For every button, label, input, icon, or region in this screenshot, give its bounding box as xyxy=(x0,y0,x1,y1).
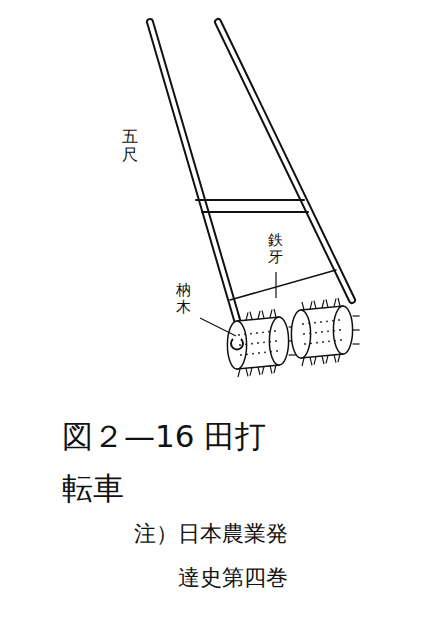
roller-end xyxy=(291,310,310,358)
roller-spike xyxy=(302,358,304,366)
roller-spike xyxy=(334,355,336,363)
roller-spike xyxy=(270,366,272,374)
roller-spike xyxy=(353,343,360,344)
spike-base xyxy=(320,321,322,323)
roller-spike xyxy=(250,312,252,320)
roller-spike xyxy=(274,309,276,317)
spike-base xyxy=(240,354,242,356)
dimension-label: 五尺 xyxy=(122,128,138,163)
roller-spike xyxy=(322,300,324,308)
roller-spike xyxy=(246,312,248,320)
roller-spike xyxy=(238,313,240,321)
roller-end xyxy=(227,321,246,369)
spike-base xyxy=(309,332,311,334)
spike-base xyxy=(258,352,260,354)
axle-bearing xyxy=(231,339,243,349)
spiked-roller xyxy=(227,298,359,377)
roller-end xyxy=(269,317,288,365)
roller-spike xyxy=(302,302,304,310)
source-note: 注）日本農業発達史第四巻 xyxy=(118,512,288,600)
spike-base xyxy=(270,351,272,353)
part-label: 枘木 xyxy=(176,282,191,315)
spike-base xyxy=(338,319,340,321)
roller-spike xyxy=(262,310,264,318)
spike-base xyxy=(264,351,266,353)
spike-base xyxy=(322,341,324,343)
spike-base xyxy=(339,329,341,331)
leader-line xyxy=(200,272,276,336)
roller-spike xyxy=(353,315,360,316)
roller-spike xyxy=(250,368,252,376)
roller-spike xyxy=(310,357,312,365)
roller-spike xyxy=(338,354,340,362)
spike-base xyxy=(238,334,240,336)
spike-base xyxy=(327,330,329,332)
roller-spike xyxy=(326,355,328,363)
spike-base xyxy=(316,342,318,344)
spike-base xyxy=(246,353,248,355)
spike-base xyxy=(250,333,252,335)
spike-base xyxy=(239,344,241,346)
roller-spike xyxy=(262,366,264,374)
figure-caption: 図２—16 田打転車 xyxy=(62,410,282,514)
spike-base xyxy=(326,320,328,322)
roller-spike xyxy=(338,298,340,306)
roller-spike xyxy=(310,301,312,309)
spike-base xyxy=(314,322,316,324)
roller-spike xyxy=(314,301,316,309)
roller-spike xyxy=(274,365,276,373)
spike-base xyxy=(244,333,246,335)
roller-spike xyxy=(238,369,240,377)
spike-base xyxy=(340,339,342,341)
spike-base xyxy=(315,332,317,334)
spike-base xyxy=(303,333,305,335)
part-label: 鉄牙 xyxy=(268,232,283,265)
spike-base xyxy=(274,330,276,332)
spike-base xyxy=(275,340,277,342)
roller-spike xyxy=(246,368,248,376)
spike-base xyxy=(302,323,304,325)
spike-base xyxy=(333,330,335,332)
spike-base xyxy=(263,341,265,343)
roller-spike xyxy=(270,310,272,318)
spike-base xyxy=(321,331,323,333)
roller-spike xyxy=(326,299,328,307)
spike-base xyxy=(262,331,264,333)
roller-spike xyxy=(314,357,316,365)
spike-base xyxy=(251,343,253,345)
spike-base xyxy=(276,350,278,352)
spike-base xyxy=(257,342,259,344)
spike-base xyxy=(328,340,330,342)
roller-end xyxy=(333,306,352,354)
roller-spike xyxy=(353,329,360,330)
spike-base xyxy=(304,343,306,345)
roller-spike xyxy=(334,299,336,307)
spike-base xyxy=(269,341,271,343)
roller-spike xyxy=(289,354,296,355)
spike-base xyxy=(245,343,247,345)
roller-spike xyxy=(322,356,324,364)
spike-base xyxy=(332,320,334,322)
handle-frame xyxy=(150,22,352,330)
roller-spike xyxy=(258,311,260,319)
spike-base xyxy=(252,353,254,355)
spike-base xyxy=(310,342,312,344)
spike-base xyxy=(268,331,270,333)
spike-base xyxy=(256,332,258,334)
roller-spike xyxy=(258,367,260,375)
spike-base xyxy=(308,322,310,324)
spike-base xyxy=(334,340,336,342)
